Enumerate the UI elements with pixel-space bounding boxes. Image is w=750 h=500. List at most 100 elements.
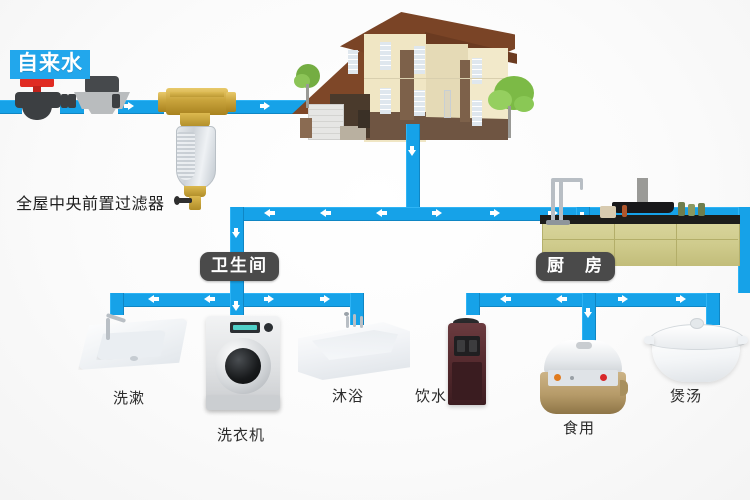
arrow-down-icon (234, 228, 238, 233)
cabinet-seam (676, 224, 677, 266)
arrow-right-icon (268, 295, 274, 303)
window-lower-front-b (414, 90, 425, 116)
arrow-down-icon (232, 232, 240, 238)
bathtub-mixer-c (360, 316, 363, 328)
filter-drain-valve-knob (174, 196, 180, 205)
pipe-collar (112, 94, 120, 108)
cooker-handle (620, 380, 628, 396)
tree-trunk (306, 84, 309, 108)
door-side (444, 90, 451, 118)
arrow-right-icon (432, 211, 437, 215)
window-lower-right (472, 100, 482, 126)
arrow-left-icon (382, 211, 387, 215)
arrow-left-icon (506, 297, 511, 301)
house-floor-divider (364, 78, 508, 79)
water-purifier-column-left (551, 180, 555, 222)
filter-outlet-flange (226, 92, 236, 112)
counter-canister-c (698, 203, 705, 216)
arrow-left-icon (500, 295, 506, 303)
house-downpipe (406, 124, 420, 214)
faucet-spout (551, 178, 583, 182)
filter-drain-port (189, 196, 201, 210)
arrow-right-icon (260, 104, 265, 108)
arrow-right-icon (436, 209, 442, 217)
house-corner-brick-right (460, 60, 470, 122)
garage-base (300, 118, 312, 138)
water-purifier-column-right (559, 180, 563, 222)
arrow-down-icon (408, 150, 416, 156)
counter-jar-large (600, 206, 616, 218)
cooker-button-red (600, 374, 607, 381)
fixture-label-shower: 沐浴 (332, 388, 365, 405)
window-lower-front-a (380, 88, 391, 114)
arrow-left-icon (154, 297, 159, 301)
filter-mesh-element (177, 132, 195, 180)
fixture-label-drinking: 饮水 (415, 388, 448, 405)
garage-door (308, 104, 344, 140)
arrow-left-icon (556, 295, 562, 303)
counter-canister-a (678, 202, 685, 216)
arrow-right-icon (680, 295, 686, 303)
filter-inlet-flange (158, 92, 168, 112)
filter-head-ridges (170, 92, 224, 97)
arrow-right-icon (552, 209, 558, 217)
cabinet-seam (542, 239, 738, 240)
house-illustration (292, 8, 562, 168)
filter-drain-valve-handle (178, 198, 192, 203)
arrow-right-icon (324, 295, 330, 303)
arrow-right-icon (494, 209, 500, 217)
range-hood-duct (637, 178, 648, 204)
arrow-left-icon (326, 211, 331, 215)
dispenser-bottle-seat (453, 318, 479, 327)
tap-water-source-label: 自来水 (10, 50, 90, 79)
tree-right (488, 76, 536, 140)
kitchen-branch-left-drop (466, 293, 480, 315)
arrow-left-icon (376, 209, 382, 217)
dispenser-tap-left (457, 340, 465, 352)
washer-base-plinth (206, 396, 280, 410)
arrow-left-icon (562, 297, 567, 301)
arrow-left-icon (264, 209, 270, 217)
fixture-label-cooking: 食用 (563, 420, 596, 437)
purifier-base (546, 220, 570, 225)
pipe-collar (68, 94, 76, 108)
fixture-label-wash: 洗漱 (113, 390, 146, 407)
kitchen-branch-center-drop (582, 293, 596, 343)
arrow-left-icon (270, 211, 275, 215)
window-upper-right (472, 58, 482, 84)
filter-caption: 全屋中央前置过滤器 (16, 196, 165, 213)
washer-door-glass (225, 348, 261, 384)
washer-knob (264, 323, 273, 332)
ball-valve-ball (22, 106, 52, 120)
tree-foliage (514, 96, 534, 112)
arrow-right-icon (320, 297, 325, 301)
fixture-label-soup: 煲汤 (670, 388, 703, 405)
kitchen-branch-right-drop (706, 293, 720, 325)
arrow-down-icon (584, 312, 592, 318)
arrow-right-icon (618, 297, 623, 301)
washer-display (233, 325, 257, 330)
arrow-right-icon (128, 102, 134, 110)
water-meter-head (85, 76, 119, 94)
porch-step (340, 126, 366, 140)
filter-bottom-cap (184, 186, 206, 197)
arrow-right-icon (490, 211, 495, 215)
arrow-right-icon (264, 102, 270, 110)
arrow-down-icon (580, 212, 584, 217)
arrow-left-icon (320, 209, 326, 217)
arrow-right-icon (676, 297, 681, 301)
dispenser-tap-right (469, 340, 477, 352)
fixture-label-washer: 洗衣机 (217, 427, 266, 444)
arrow-right-icon (264, 297, 269, 301)
window-upper-front-b (414, 46, 425, 74)
bathtub-spout (344, 312, 349, 316)
soup-pot-handle-left (644, 336, 654, 344)
tree-trunk (508, 106, 511, 138)
faucet-nozzle (580, 180, 583, 190)
pipe-collar (61, 94, 68, 108)
zone-label-bathroom: 卫生间 (200, 252, 279, 281)
bathtub-mixer-a (346, 316, 349, 328)
cooker-button-orange (554, 374, 561, 381)
house-corner-brick-left (400, 50, 414, 120)
counter-top-surface (540, 215, 740, 224)
